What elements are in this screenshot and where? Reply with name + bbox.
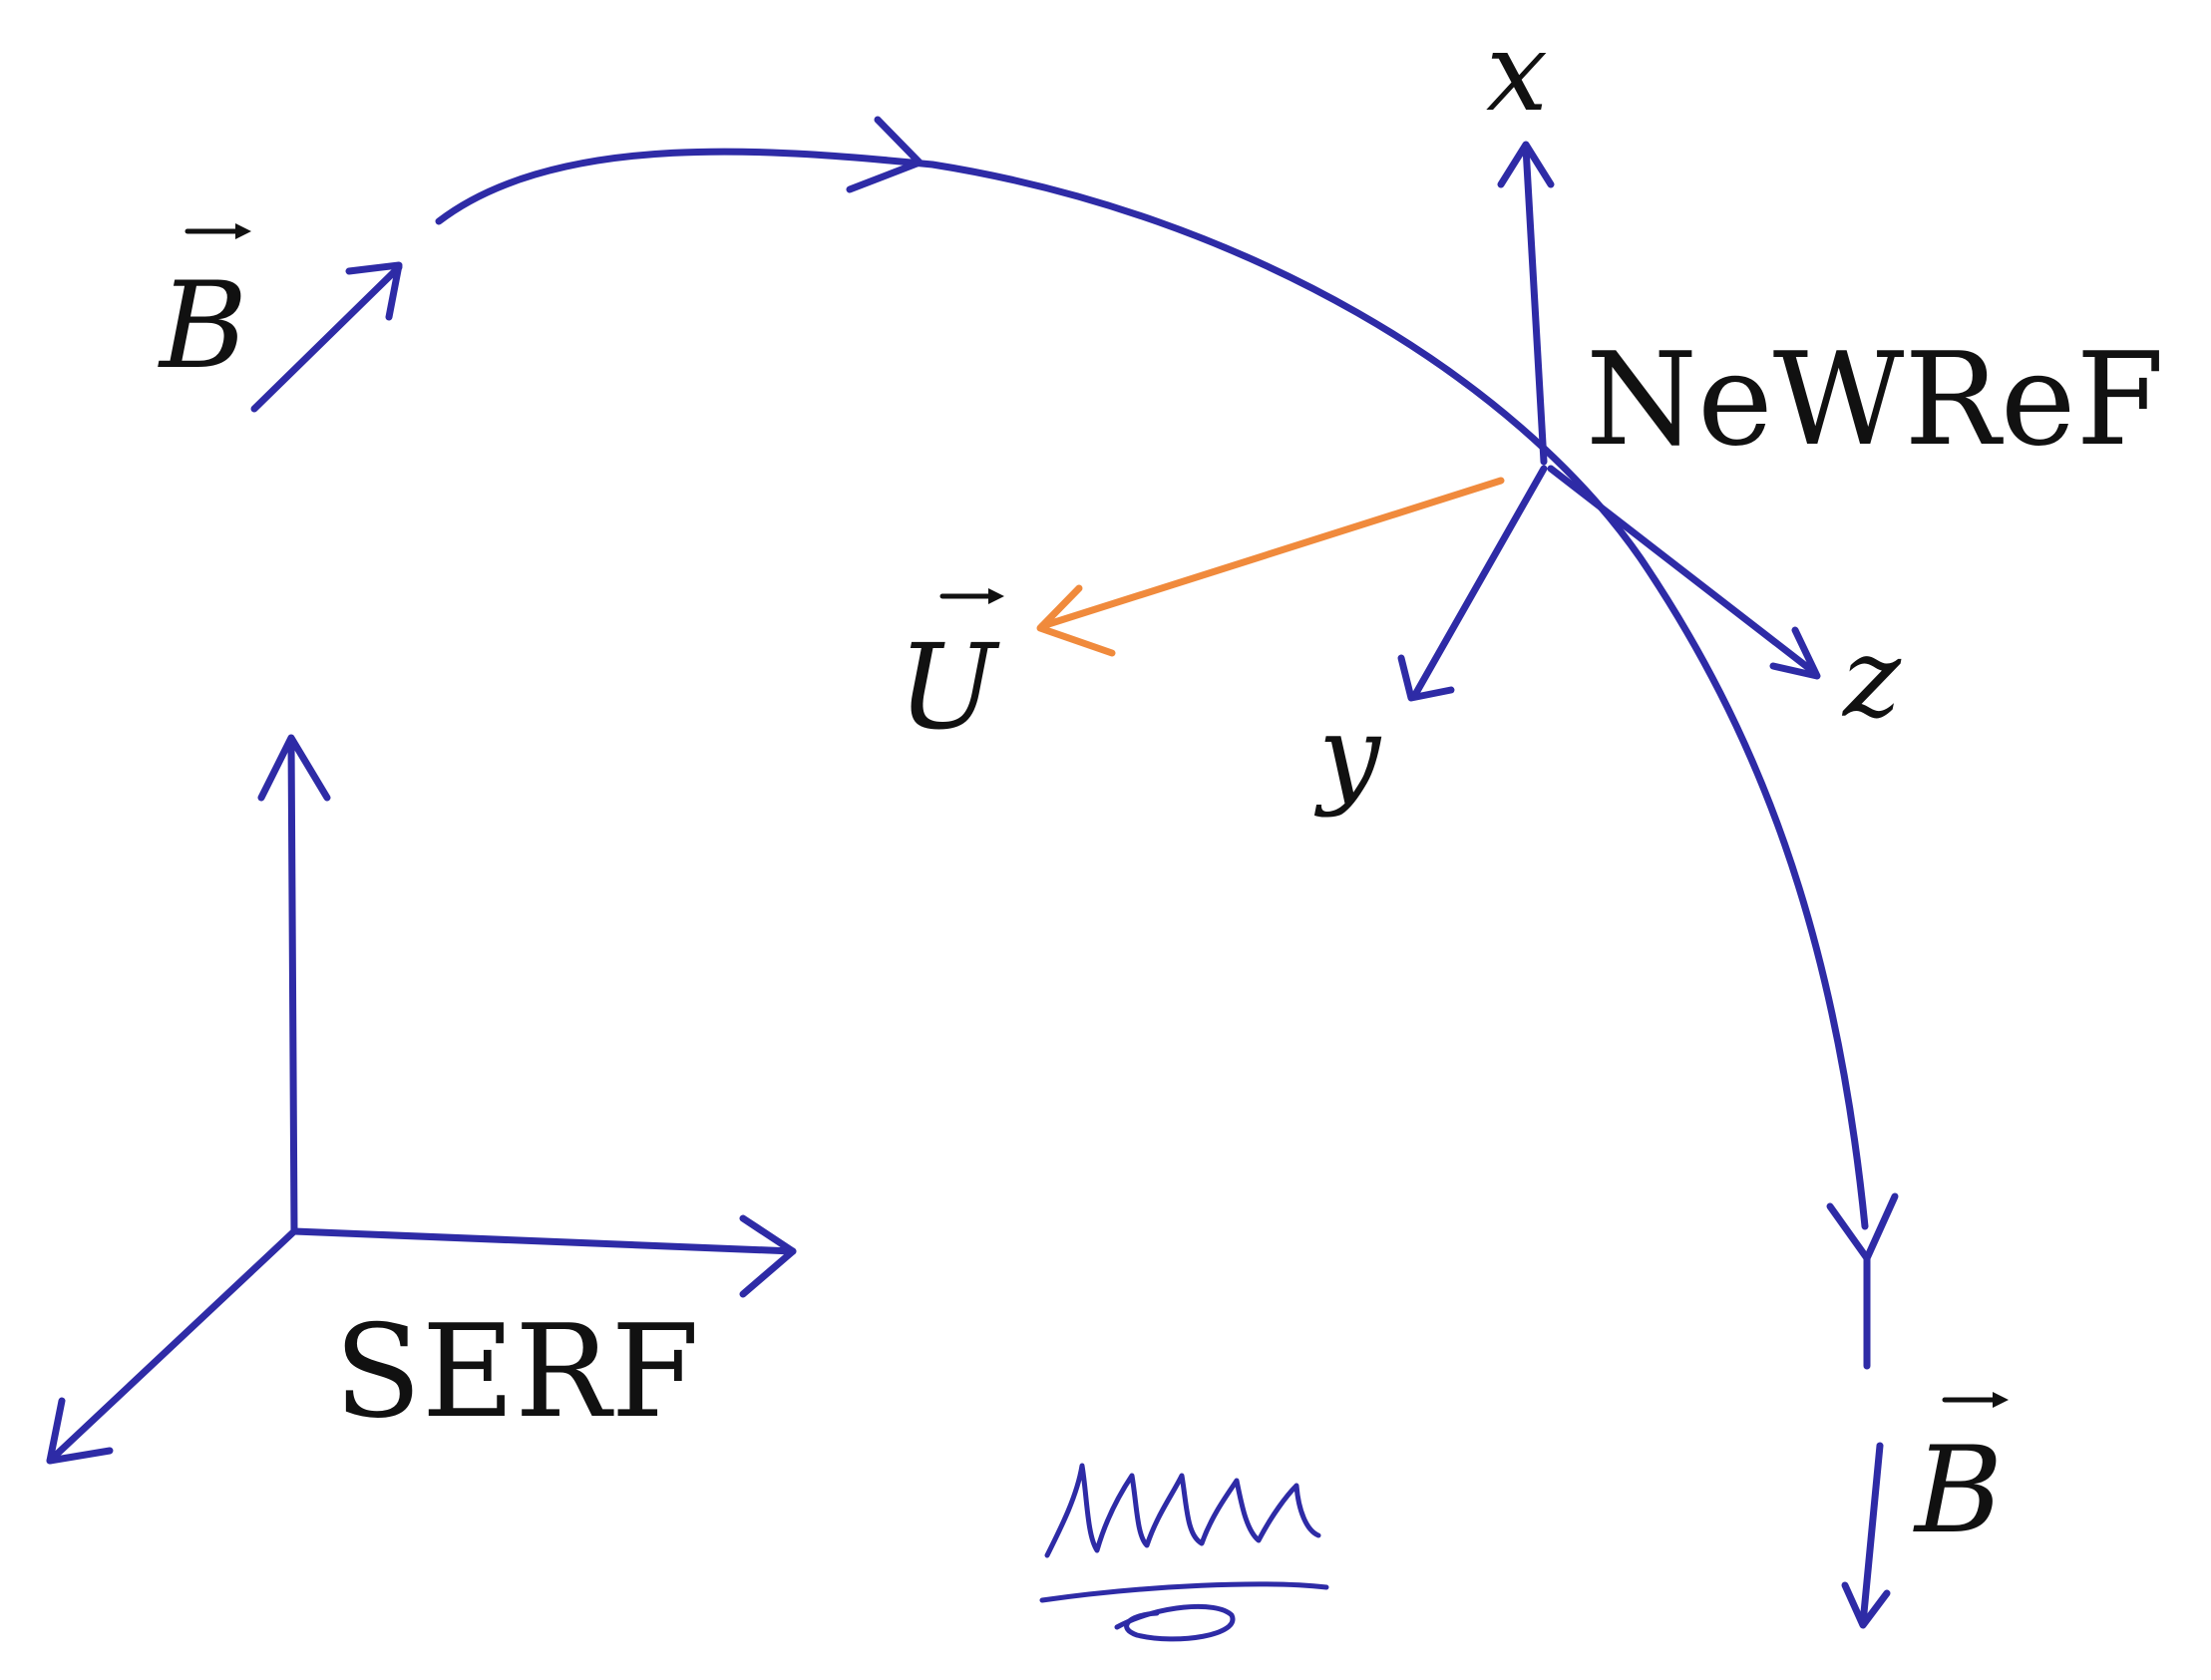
signature-icon [1039, 1463, 1329, 1642]
newref-frame-label: NeWReF [1586, 326, 2164, 475]
serf-diagonal-axis [46, 1227, 298, 1465]
serf-horizontal-axis [290, 1227, 797, 1255]
y-axis-arrowhead [1397, 654, 1455, 702]
z-axis-line [1547, 465, 1819, 677]
b-end-label: B [1913, 1422, 2003, 1560]
newref-axes [1397, 141, 1821, 702]
b-start-label: B [158, 257, 247, 396]
y-axis-label: y [1313, 691, 1382, 819]
curve-top-arrowhead [846, 116, 923, 193]
b-field-start-arrow [250, 261, 403, 413]
serf-diagonal-arrowhead [46, 1397, 114, 1465]
y-axis-line [1412, 465, 1548, 697]
serf-axes [46, 734, 797, 1465]
b-field-end-arrow [1841, 1442, 1891, 1629]
u-vector-label: U [898, 618, 1000, 756]
x-axis-label: x [1486, 8, 1548, 136]
label-b-start: B [158, 223, 251, 396]
x-axis-line [1522, 144, 1548, 466]
serf-frame-label: SERF [334, 1298, 699, 1447]
serf-vertical-axis [287, 736, 298, 1235]
label-b-end: B [1913, 1392, 2009, 1560]
serf-horizontal-arrowhead [739, 1214, 797, 1298]
z-axis-arrowhead [1769, 626, 1821, 680]
label-u-vector: U [898, 588, 1004, 756]
serf-vertical-arrowhead [257, 734, 331, 802]
b-field-curve [435, 116, 1899, 1370]
u-vector-arrow [1036, 477, 1505, 657]
x-axis-arrowhead [1497, 141, 1555, 188]
z-axis-label: z [1841, 614, 1902, 742]
